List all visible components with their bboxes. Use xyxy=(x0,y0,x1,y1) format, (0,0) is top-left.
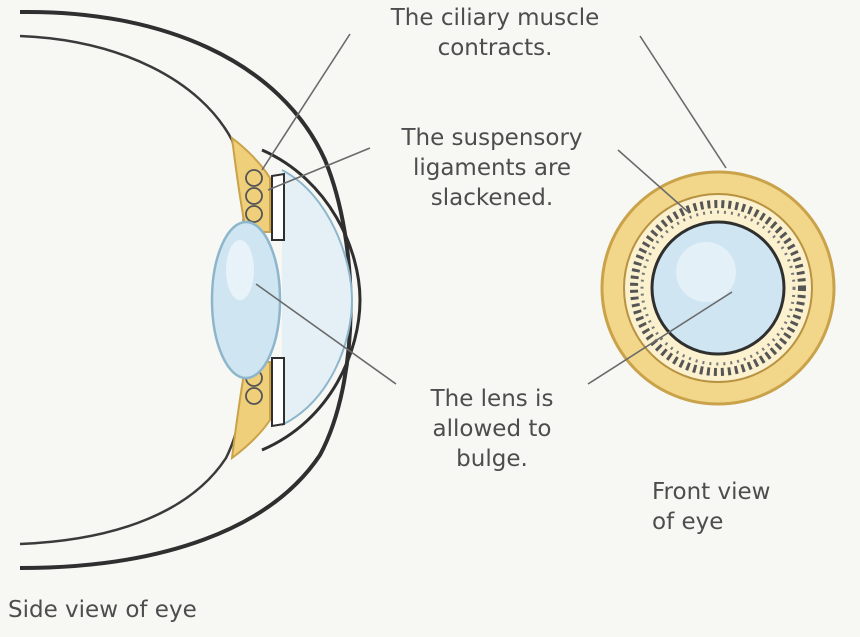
ciliary-label-line-1: The ciliary muscle xyxy=(360,4,630,34)
front-view-caption-line-2: of eye xyxy=(652,508,827,538)
leader-ciliary-to-side xyxy=(262,34,350,170)
side-view-eye xyxy=(20,12,360,568)
lens-highlight xyxy=(226,240,254,300)
lens-label: The lens is allowed to bulge. xyxy=(392,385,592,475)
lens-label-line-3: bulge. xyxy=(392,445,592,475)
front-view-caption-line-1: Front view xyxy=(652,478,827,508)
suspensory-label-line-3: slackened. xyxy=(372,184,612,214)
suspensory-label-line-2: ligaments are xyxy=(372,154,612,184)
side-view-caption-text: Side view of eye xyxy=(8,596,268,626)
front-view-caption: Front view of eye xyxy=(652,478,827,538)
side-view-sclera-inner xyxy=(20,36,244,544)
front-view-eye xyxy=(602,172,834,404)
lens-label-line-2: allowed to xyxy=(392,415,592,445)
ciliary-muscle-label: The ciliary muscle contracts. xyxy=(360,4,630,64)
lens-label-line-1: The lens is xyxy=(392,385,592,415)
lens-front-highlight xyxy=(676,242,736,302)
leader-ciliary-to-front xyxy=(640,36,726,168)
suspensory-ligaments-label: The suspensory ligaments are slackened. xyxy=(372,124,612,214)
suspensory-label-line-1: The suspensory xyxy=(372,124,612,154)
side-view-caption: Side view of eye xyxy=(8,596,268,626)
iris-lower xyxy=(272,358,284,426)
leader-suspensory-to-side xyxy=(268,148,370,190)
ciliary-label-line-2: contracts. xyxy=(360,34,630,64)
